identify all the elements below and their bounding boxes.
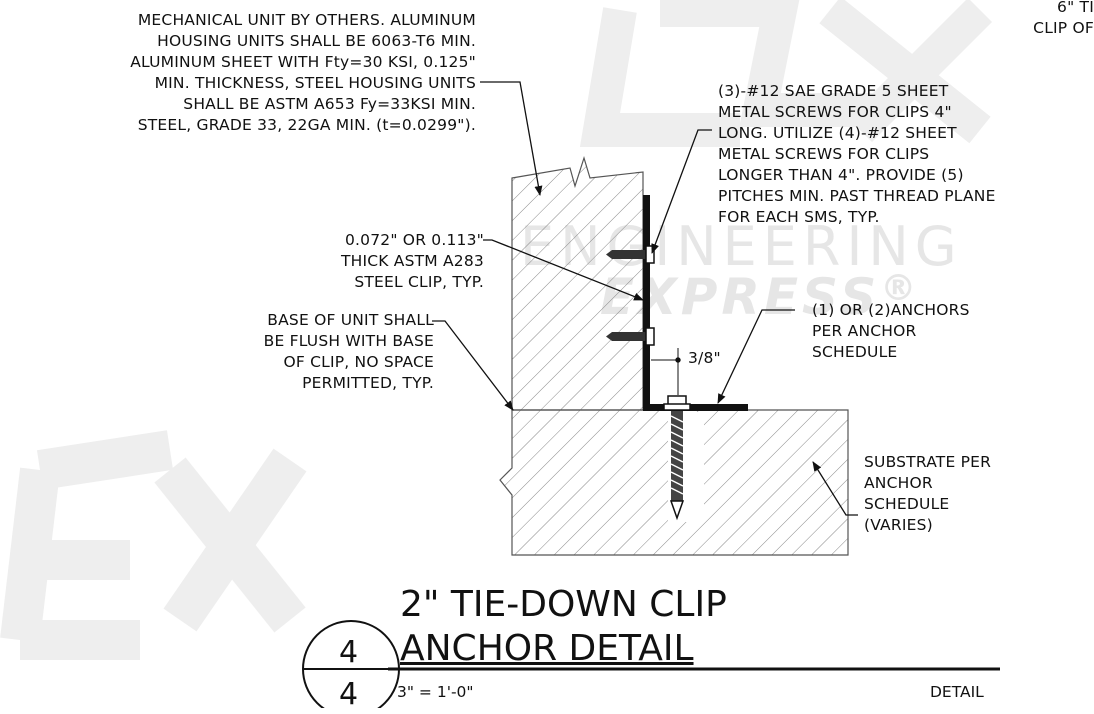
leader-clip bbox=[483, 239, 644, 301]
watermark-logo-bottom bbox=[0, 430, 307, 660]
note-anchors: (1) OR (2)ANCHORS PER ANCHOR SCHEDULE bbox=[812, 301, 970, 361]
leader-base bbox=[432, 320, 514, 411]
anchor-screw bbox=[663, 395, 691, 521]
note-screws: (3)-#12 SAE GRADE 5 SHEET METAL SCREWS F… bbox=[718, 82, 996, 226]
detail-number: 4 bbox=[339, 635, 359, 670]
sheet-number: 4 bbox=[339, 677, 359, 712]
detail-scale: 3" = 1'-0" bbox=[397, 683, 474, 701]
detail-label: DETAIL bbox=[930, 683, 984, 701]
detail-title-line1: 2" TIE-DOWN CLIP bbox=[400, 584, 727, 625]
dimension-3-8 bbox=[651, 348, 681, 395]
sheet-metal-screw-lower bbox=[606, 327, 655, 346]
registered-mark: ® bbox=[880, 268, 921, 309]
note-base: BASE OF UNIT SHALL BE FLUSH WITH BASE OF… bbox=[263, 311, 434, 392]
note-substrate: SUBSTRATE PER ANCHOR SCHEDULE (VARIES) bbox=[864, 453, 992, 534]
note-housing: MECHANICAL UNIT BY OTHERS. ALUMINUM HOUS… bbox=[130, 11, 476, 134]
dimension-label: 3/8" bbox=[688, 349, 721, 367]
detail-title-line2: ANCHOR DETAIL bbox=[400, 628, 694, 669]
leader-substrate bbox=[812, 461, 858, 516]
leader-anchors bbox=[717, 309, 795, 404]
note-corner-partial: 6" TI CLIP OF bbox=[1033, 0, 1094, 37]
note-clip: 0.072" OR 0.113" THICK ASTM A283 STEEL C… bbox=[340, 231, 484, 291]
watermark-logo bbox=[579, 0, 993, 147]
leader-screws bbox=[651, 129, 712, 254]
mechanical-unit-housing bbox=[511, 155, 644, 411]
sheet-metal-screw-upper bbox=[606, 245, 655, 264]
leader-housing bbox=[480, 81, 543, 196]
title-block bbox=[302, 620, 1000, 708]
